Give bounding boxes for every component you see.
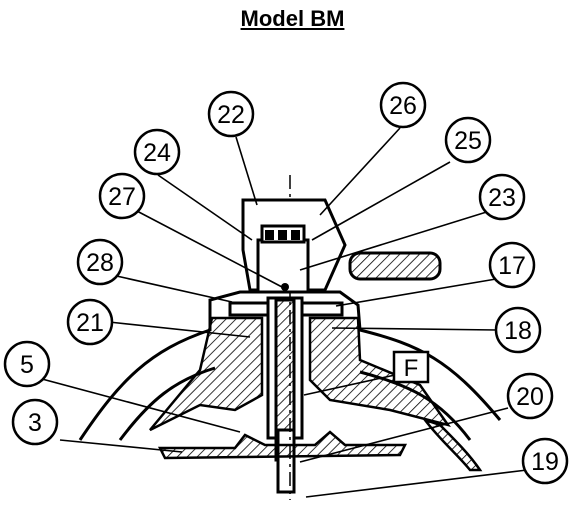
callout-21: 21	[76, 309, 104, 337]
box-f-label: F	[404, 355, 419, 382]
callout-17: 17	[498, 252, 526, 280]
diagram-title: Model BM	[240, 6, 345, 31]
callout-27: 27	[108, 183, 136, 211]
head-housing	[241, 198, 347, 294]
handle	[348, 251, 442, 281]
callout-25: 25	[454, 127, 482, 155]
callout-28: 28	[86, 249, 114, 277]
box-f	[392, 350, 430, 384]
callout-18: 18	[504, 317, 532, 345]
callout-20: 20	[516, 383, 544, 411]
callout-26: 26	[389, 92, 417, 120]
callout-23: 23	[488, 184, 516, 212]
callout-24: 24	[143, 139, 171, 167]
callout-22: 22	[217, 101, 245, 129]
head-bolts	[265, 230, 300, 291]
callout-19: 19	[531, 448, 559, 476]
callout-3: 3	[28, 409, 42, 437]
leader-lines	[41, 127, 528, 498]
callout-5: 5	[20, 351, 34, 379]
callout-circles	[3, 81, 569, 485]
housing-sections	[149, 316, 483, 472]
